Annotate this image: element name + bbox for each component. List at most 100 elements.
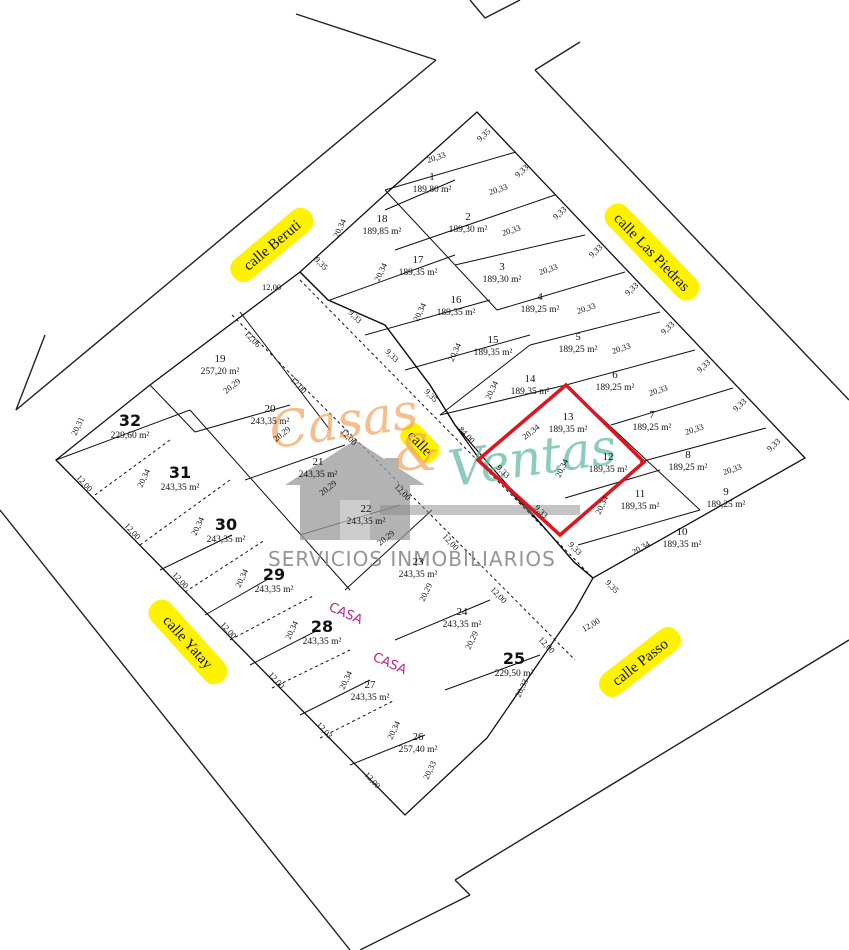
lot-area: 243,35 m² xyxy=(399,570,438,580)
dim-label: 9,33 xyxy=(731,396,749,413)
lot-area: 257,40 m² xyxy=(399,745,438,755)
bottom-road-tick xyxy=(454,879,471,896)
dim-label: 12,00 xyxy=(267,670,287,691)
block-outline xyxy=(55,111,807,816)
dim-label: 12,00 xyxy=(262,282,281,292)
dim-label: 20,31 xyxy=(69,415,86,437)
svg-text:calle Beruti: calle Beruti xyxy=(241,217,305,274)
dim-label: 12,00 xyxy=(75,473,95,494)
lot-number: 11 xyxy=(635,488,646,500)
top-right-road-tick xyxy=(534,41,581,71)
lot-area: 189,35 m² xyxy=(437,308,476,318)
watermark-servicios: SERVICIOS INMOBILIARIOS xyxy=(268,547,556,571)
dim-label: 12,00 xyxy=(289,374,309,395)
dim-label: 20,34 xyxy=(593,494,611,516)
lot-number: 16 xyxy=(451,294,463,306)
lot-2[interactable]: 2 189,30 m² xyxy=(449,211,488,235)
dim-label: 9,33 xyxy=(695,357,713,374)
lot-number: 29 xyxy=(263,565,285,584)
lot-area: 243,35 m² xyxy=(443,620,482,630)
lot-number: 15 xyxy=(488,334,500,346)
lot-area: 243,35 m² xyxy=(255,585,294,595)
lot-area: 189,35 m² xyxy=(663,540,702,550)
lot-area: 243,35 m² xyxy=(347,517,386,527)
lot-number: 14 xyxy=(525,373,537,385)
lot-area: 189,25 m² xyxy=(633,423,672,433)
dim-label: 20,33 xyxy=(488,181,509,196)
dim-label: 12,03 xyxy=(315,720,335,741)
lot-number: 30 xyxy=(215,515,237,534)
dim-label: 9,35 xyxy=(604,577,622,595)
lot-number: 21 xyxy=(313,456,324,468)
lot-area: 189,25 m² xyxy=(596,383,635,393)
lot-10[interactable]: 10 189,35 m² xyxy=(663,526,702,550)
dim-label: 20,34 xyxy=(337,669,355,691)
watermark-amp: & xyxy=(395,424,440,482)
dim-label: 20,33 xyxy=(426,149,447,164)
bottom-right-road-edge xyxy=(454,639,849,881)
dim-label: 20,34 xyxy=(233,567,251,589)
lot-area: 189,30 m² xyxy=(449,225,488,235)
dim-label: 9,33 xyxy=(659,319,677,336)
lot-number: 31 xyxy=(169,463,191,482)
dim-label: 9,35 xyxy=(475,126,493,143)
lot-16[interactable]: 16 189,35 m² xyxy=(437,294,476,318)
dim-label: 20,34 xyxy=(331,217,349,239)
street-label-passo: calle Passo xyxy=(599,627,681,697)
dim-label: 20,29 xyxy=(417,581,434,603)
lot-number: 18 xyxy=(377,213,389,225)
dim-label: 20,34 xyxy=(630,538,652,557)
lot-area: 189,25 m² xyxy=(559,345,598,355)
dim-label: 9,35 xyxy=(423,386,441,404)
dim-label: 12,06 xyxy=(243,328,263,349)
dim-label: 20,33 xyxy=(684,421,705,436)
lot-area: 243,35 m² xyxy=(251,417,290,427)
lot-area: 257,20 m² xyxy=(201,367,240,377)
dim-label: 9,33 xyxy=(765,436,783,453)
dim-label: 9,33 xyxy=(384,346,402,364)
street-label-yatay: calle Yatay xyxy=(148,599,228,685)
lot-number: 2 xyxy=(465,211,471,223)
lot-area: 243,35 m² xyxy=(207,535,246,545)
lot-area: 229,60 m² xyxy=(111,431,150,441)
top-right-road-edge xyxy=(534,69,849,401)
lot-area: 189,25 m² xyxy=(669,463,708,473)
lot-area: 189,35 m² xyxy=(589,465,628,475)
dim-label: 12,00 xyxy=(489,584,509,605)
highlighted-lot-12[interactable] xyxy=(475,382,647,538)
lot-area: 243,35 m² xyxy=(161,483,200,493)
lot-number: 10 xyxy=(677,526,689,538)
lot-area: 243,35 m² xyxy=(351,693,390,703)
